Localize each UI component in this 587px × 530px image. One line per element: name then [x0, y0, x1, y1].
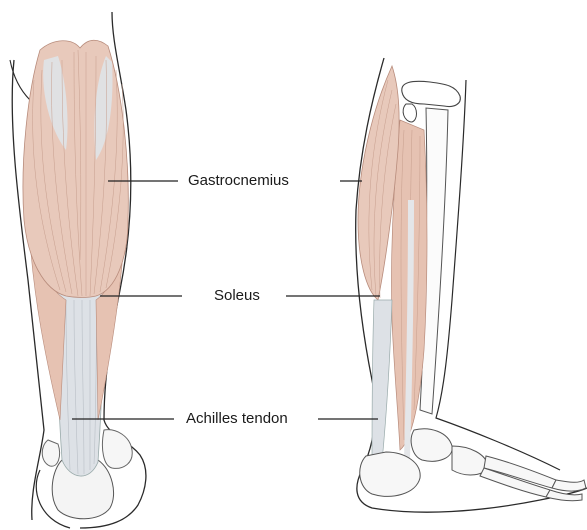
label-achilles-tendon: Achilles tendon — [186, 410, 288, 428]
label-soleus: Soleus — [214, 287, 260, 305]
lateral-view-leg — [356, 58, 587, 512]
knee-bone-outline — [402, 81, 461, 106]
foot-bones — [360, 429, 586, 501]
posterior-view-leg — [10, 12, 146, 528]
toe-phalanges — [552, 480, 586, 491]
lateral-leg-front-outline — [436, 80, 560, 470]
ankle-bone-lateral — [102, 430, 132, 469]
calcaneus-lateral — [360, 452, 420, 496]
label-gastrocnemius: Gastrocnemius — [188, 172, 289, 190]
achilles-tendon-lateral — [372, 300, 392, 462]
fibula-head — [403, 104, 416, 122]
talus-bone — [411, 429, 452, 461]
ankle-bone-medial — [42, 440, 59, 466]
